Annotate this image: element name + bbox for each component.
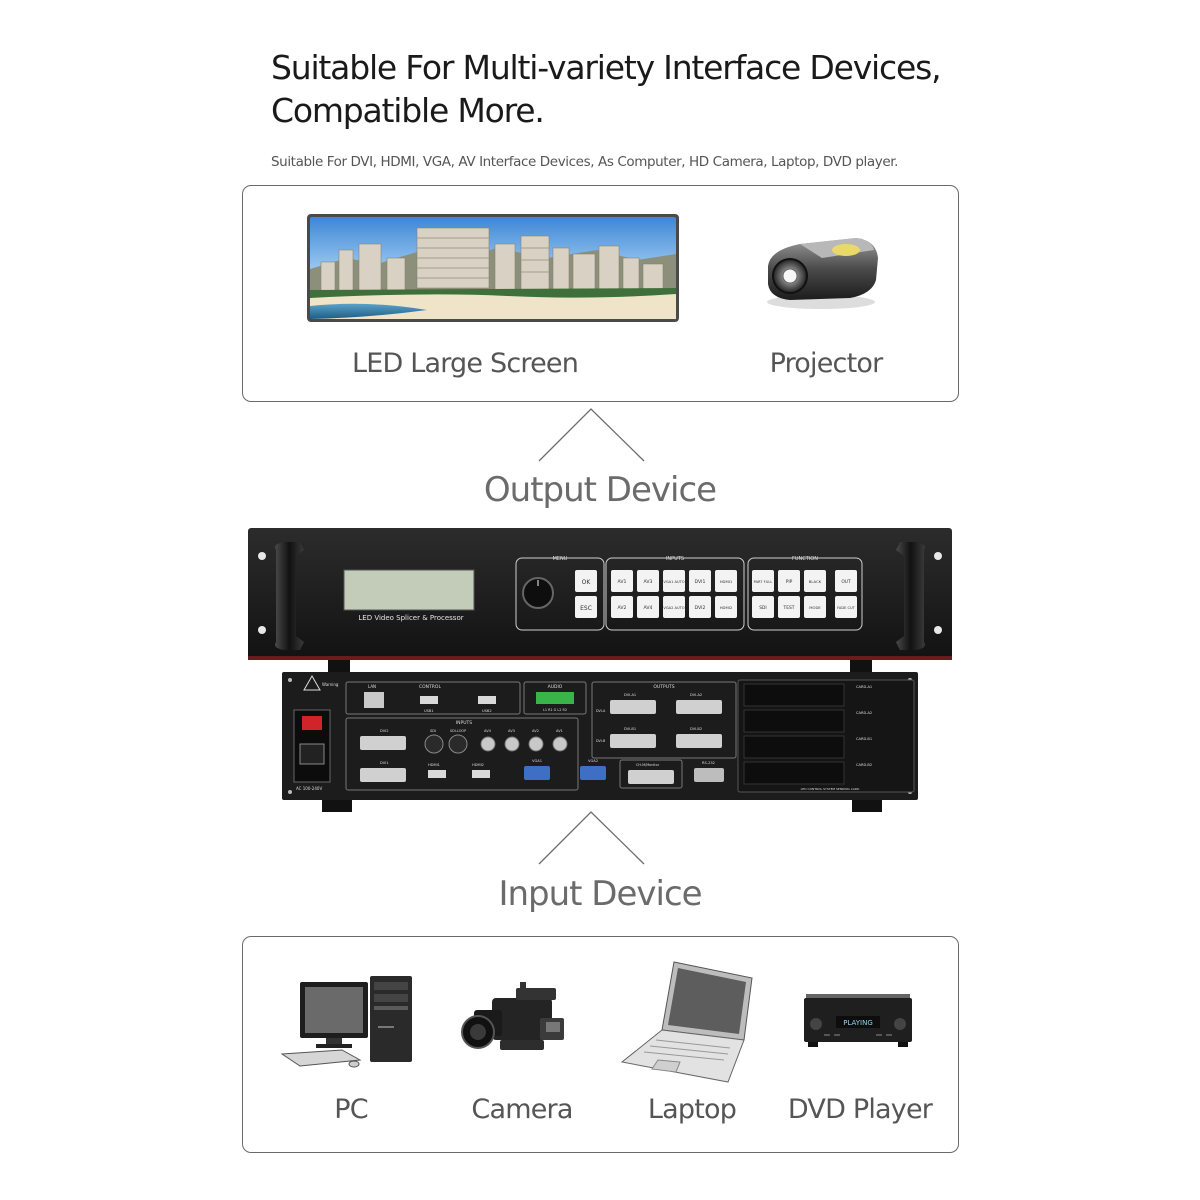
rear-lan-label: LAN bbox=[368, 684, 376, 689]
rear-hdmi2-label: HDMI2 bbox=[472, 763, 484, 767]
output-device-label-projector: Projector bbox=[769, 348, 884, 379]
rear-ch-monitor-label: CH-M/Monitor bbox=[636, 763, 660, 767]
page-subheadline: Suitable For DVI, HDMI, VGA, AV Interfac… bbox=[271, 154, 899, 170]
pip-button[interactable]: PIP bbox=[786, 579, 793, 585]
rear-av2-label: AV2 bbox=[532, 729, 539, 733]
part-full-button[interactable]: PART FULL bbox=[754, 580, 773, 584]
rear-audio-ports-label: L1 R1 G L2 R2 bbox=[543, 708, 567, 712]
vga2-button[interactable]: VGA2 AUTO bbox=[663, 606, 684, 610]
rear-dvi2-label: DVI2 bbox=[380, 729, 389, 733]
rear-sending-card-label: LED CONTROL SYSTEM SENDING CARD bbox=[801, 787, 860, 791]
ok-button[interactable]: OK bbox=[582, 579, 592, 586]
mode-button[interactable]: MODE bbox=[809, 605, 821, 610]
output-device-label-led: LED Large Screen bbox=[351, 348, 579, 379]
hdmi1-button[interactable]: HDMI1 bbox=[720, 579, 733, 584]
headline-line-2: Compatible More. bbox=[271, 91, 545, 130]
input-device-label-pc: PC bbox=[334, 1094, 368, 1125]
led-screen-icon bbox=[307, 214, 679, 322]
inputs-group-label: INPUTS bbox=[666, 556, 684, 562]
rear-usb1-label: USB1 bbox=[424, 709, 434, 713]
projector-icon bbox=[767, 238, 878, 309]
rear-card-a2-label: CARD-A2 bbox=[856, 711, 872, 715]
front-panel-text: LED Video Splicer & Processor bbox=[358, 614, 463, 622]
pc-icon bbox=[280, 976, 412, 1068]
input-device-label-dvd-player: DVD Player bbox=[787, 1094, 933, 1125]
dvi2-button[interactable]: DVI2 bbox=[695, 605, 706, 611]
rear-vga1-label: VGA1 bbox=[532, 759, 542, 763]
rear-sdi-label: SDI bbox=[430, 729, 436, 733]
rear-control-label: CONTROL bbox=[419, 684, 441, 690]
output-device-title: Output Device bbox=[483, 470, 717, 510]
av3-button[interactable]: AV3 bbox=[644, 579, 653, 585]
input-device-title: Input Device bbox=[498, 874, 702, 914]
menu-group-label: MENU bbox=[553, 556, 568, 562]
rear-vga2-label: VGA2 bbox=[588, 759, 598, 763]
input-device-label-camera: Camera bbox=[471, 1094, 573, 1125]
rear-dvi-a2-label: DVI-A2 bbox=[690, 693, 702, 697]
rear-dvi-a-label: DVI-A bbox=[596, 709, 606, 713]
rear-usb2-label: USB2 bbox=[482, 709, 492, 713]
chevron-up-icon bbox=[538, 408, 645, 462]
rear-av4-label: AV4 bbox=[484, 729, 492, 733]
page-headline: Suitable For Multi-variety Interface Dev… bbox=[271, 46, 1031, 132]
processor-rear-panel: Warning AC 100-240V CONTROL LAN USB1 USB… bbox=[282, 672, 918, 812]
black-button[interactable]: BLACK bbox=[809, 579, 822, 584]
headline-line-1: Suitable For Multi-variety Interface Dev… bbox=[271, 48, 942, 87]
input-devices-box bbox=[242, 936, 959, 1153]
test-button[interactable]: TEST bbox=[783, 605, 795, 611]
dvd-player-icon: PLAYING bbox=[804, 994, 912, 1047]
function-group-label: FUNCTION bbox=[792, 556, 818, 562]
rear-dvi-b2-label: DVI-B2 bbox=[690, 727, 702, 731]
rear-warning-label: Warning bbox=[322, 682, 339, 687]
dvd-display-text: PLAYING bbox=[843, 1019, 873, 1027]
rear-card-b1-label: CARD-B1 bbox=[856, 737, 872, 741]
rear-dvi-b1-label: DVI-B1 bbox=[624, 727, 636, 731]
sdi-button[interactable]: SDI bbox=[759, 605, 766, 611]
laptop-icon bbox=[620, 961, 753, 1083]
rear-audio-label: AUDIO bbox=[548, 684, 563, 690]
av4-button[interactable]: AV4 bbox=[644, 605, 653, 611]
input-device-label-laptop: Laptop bbox=[647, 1094, 737, 1125]
rear-card-b2-label: CARD-B2 bbox=[856, 763, 872, 767]
rear-card-a1-label: CARD-A1 bbox=[856, 685, 872, 689]
rear-hdmi1-label: HDMI1 bbox=[428, 763, 440, 767]
rear-sdi-loop-label: SDI-LOOP bbox=[450, 729, 466, 733]
av1-button[interactable]: AV1 bbox=[618, 579, 627, 585]
out-button[interactable]: OUT bbox=[841, 579, 851, 585]
rear-outputs-label: OUTPUTS bbox=[653, 684, 674, 690]
vga1-button[interactable]: VGA1 AUTO bbox=[663, 580, 684, 584]
rear-dvi-a1-label: DVI-A1 bbox=[624, 693, 636, 697]
rear-dvi-b-label: DVI-B bbox=[596, 739, 606, 743]
rear-dvi1-label: DVI1 bbox=[380, 761, 389, 765]
esc-button[interactable]: ESC bbox=[580, 605, 592, 612]
rear-inputs-label: INPUTS bbox=[456, 720, 472, 726]
processor-front-panel: LED Video Splicer & Processor MENU OK ES… bbox=[248, 528, 952, 672]
hdmi2-button[interactable]: HDMI2 bbox=[720, 605, 733, 610]
chevron-up-icon bbox=[538, 811, 645, 865]
dvi1-button[interactable]: DVI1 bbox=[695, 579, 706, 585]
camera-icon bbox=[461, 982, 564, 1050]
av2-button[interactable]: AV2 bbox=[618, 605, 627, 611]
rear-av3-label: AV3 bbox=[508, 729, 515, 733]
rear-rs232-label: RS-232 bbox=[702, 761, 715, 765]
rear-av1-label: AV1 bbox=[556, 729, 563, 733]
fade-cut-button[interactable]: FADE CUT bbox=[837, 606, 856, 610]
rear-power-label: AC 100-240V bbox=[296, 786, 322, 791]
